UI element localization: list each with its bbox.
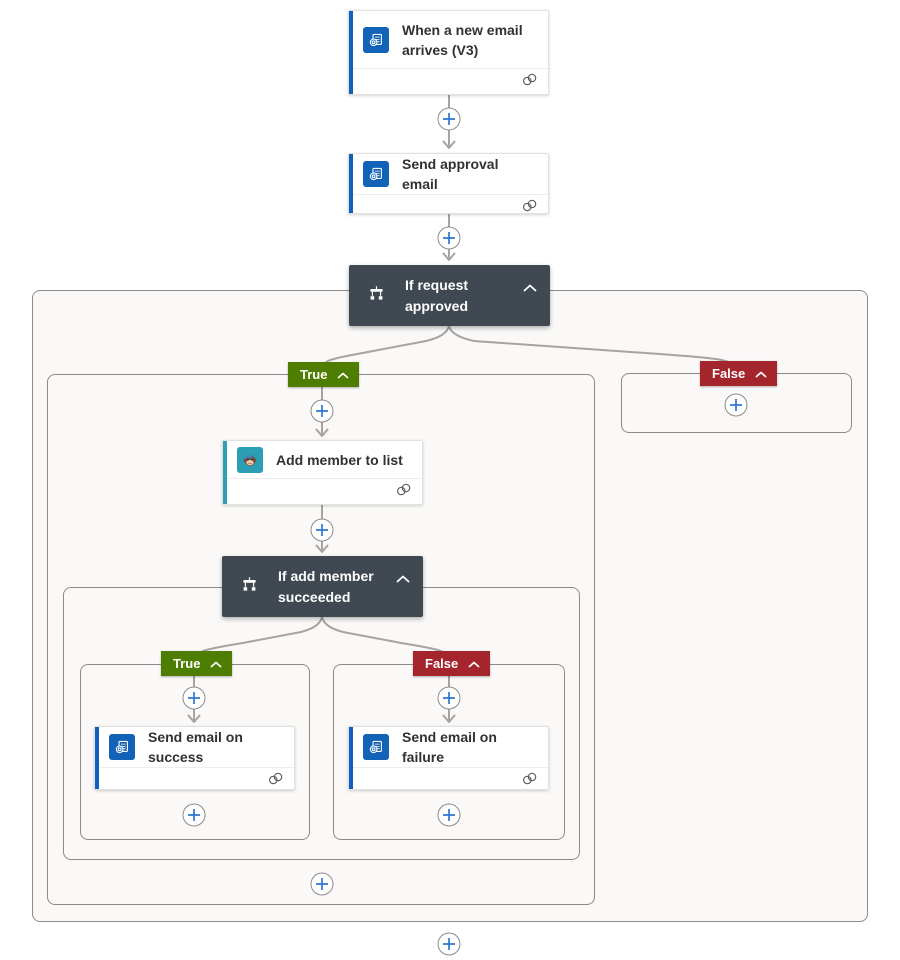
card-footer <box>349 68 548 94</box>
connection-link-icon <box>521 73 538 91</box>
condition-icon <box>240 575 259 599</box>
card-header: Send email on success <box>95 727 294 767</box>
insert-step-button[interactable] <box>437 686 461 710</box>
collapse-chevron-icon[interactable] <box>396 570 410 588</box>
connection-link-icon <box>395 483 412 501</box>
card-accent-bar <box>349 154 353 213</box>
action-card-send-approval[interactable]: Send approval email <box>348 153 549 214</box>
connection-link-icon <box>521 772 538 790</box>
card-accent-bar <box>223 441 227 504</box>
action-card-trigger[interactable]: When a new email arrives (V3) <box>348 10 549 95</box>
collapse-chevron-icon[interactable] <box>337 367 349 382</box>
collapse-chevron-icon[interactable] <box>523 279 537 297</box>
false1-branch-badge[interactable]: False <box>700 361 778 386</box>
condition-node-if-request-approved[interactable]: If request approved <box>349 265 550 326</box>
card-header: When a new email arrives (V3) <box>349 11 548 68</box>
true2-branch-badge[interactable]: True <box>161 651 233 676</box>
insert-step-button[interactable] <box>182 803 206 827</box>
condition-title: If add member succeeded <box>278 567 374 605</box>
insert-step-button[interactable] <box>310 872 334 896</box>
outlook-icon <box>363 161 389 187</box>
collapse-chevron-icon[interactable] <box>468 656 480 671</box>
insert-step-button[interactable] <box>182 686 206 710</box>
true1-branch-badge[interactable]: True <box>288 362 360 387</box>
action-title: Send approval email <box>402 156 499 192</box>
insert-step-button[interactable] <box>310 518 334 542</box>
card-accent-bar <box>95 727 99 789</box>
mailchimp-icon <box>237 446 263 473</box>
action-card-send-success[interactable]: Send email on success <box>94 726 295 790</box>
action-title: Send email on failure <box>402 729 497 765</box>
card-header: Send approval email <box>349 154 548 194</box>
false2-branch-badge[interactable]: False <box>413 651 491 676</box>
connection-link-icon <box>267 772 284 790</box>
condition-title: If request approved <box>405 276 469 314</box>
branch-label: True <box>300 367 328 382</box>
collapse-chevron-icon[interactable] <box>210 656 222 671</box>
action-card-add-member[interactable]: Add member to list <box>222 440 423 505</box>
outlook-icon <box>363 26 389 53</box>
outlook-icon <box>109 734 135 760</box>
condition-node-if-add-member-succeeded[interactable]: If add member succeeded <box>222 556 423 617</box>
card-accent-bar <box>349 727 353 789</box>
insert-step-button[interactable] <box>724 393 748 417</box>
card-header: Add member to list <box>223 441 422 478</box>
card-footer <box>223 478 422 504</box>
action-title: Send email on success <box>148 729 243 765</box>
connection-link-icon <box>521 199 538 217</box>
card-footer <box>349 194 548 220</box>
action-card-send-failure[interactable]: Send email on failure <box>348 726 549 790</box>
condition-icon <box>367 284 386 308</box>
insert-step-button[interactable] <box>437 226 461 250</box>
action-title: When a new email arrives (V3) <box>402 21 523 58</box>
branch-label: False <box>712 366 746 381</box>
action-title: Add member to list <box>276 451 403 468</box>
insert-step-button[interactable] <box>437 107 461 131</box>
insert-step-button[interactable] <box>437 803 461 827</box>
branch-label: False <box>425 656 459 671</box>
branch-label: True <box>173 656 201 671</box>
card-footer <box>349 767 548 793</box>
card-header: Send email on failure <box>349 727 548 767</box>
collapse-chevron-icon[interactable] <box>755 366 767 381</box>
card-accent-bar <box>349 11 353 94</box>
insert-step-button[interactable] <box>310 399 334 423</box>
card-footer <box>95 767 294 793</box>
insert-step-button[interactable] <box>437 932 461 956</box>
outlook-icon <box>363 734 389 760</box>
